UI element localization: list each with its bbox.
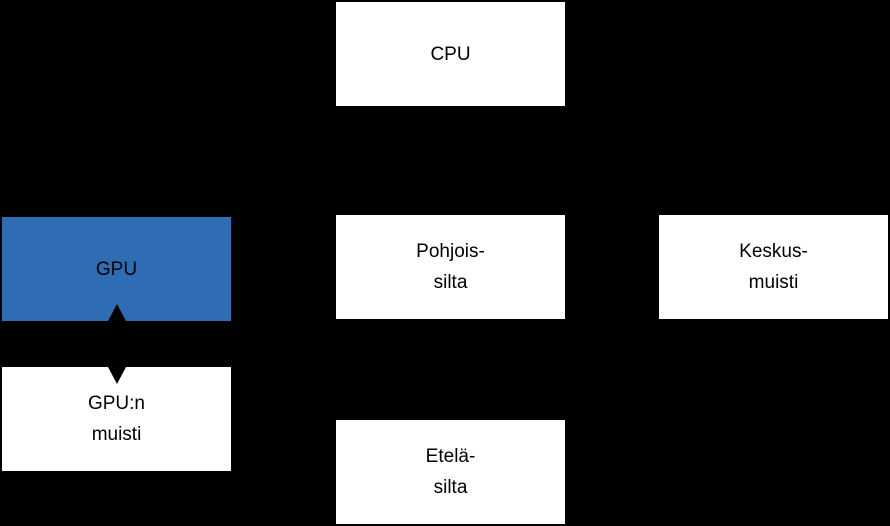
southbridge-node: Etelä- silta — [336, 420, 565, 524]
gpu-to-gpu-memory-arrow — [108, 304, 126, 384]
main-memory-node: Keskus- muisti — [659, 215, 888, 319]
gpu-memory-label: GPU:n muisti — [87, 393, 146, 445]
cpu-node: CPU — [336, 2, 565, 106]
cpu-label: CPU — [430, 43, 471, 65]
northbridge-node: Pohjois- silta — [336, 215, 565, 319]
southbridge-label: Etelä- silta — [425, 446, 476, 498]
gpu-memory-node: GPU:n muisti — [2, 367, 231, 471]
main-memory-label: Keskus- muisti — [739, 241, 808, 293]
gpu-label: GPU — [95, 258, 138, 280]
arrow-head-down — [108, 367, 126, 384]
northbridge-label: Pohjois- silta — [416, 241, 485, 293]
arrow-head-up — [108, 304, 126, 321]
gpu-node: GPU — [2, 217, 231, 321]
